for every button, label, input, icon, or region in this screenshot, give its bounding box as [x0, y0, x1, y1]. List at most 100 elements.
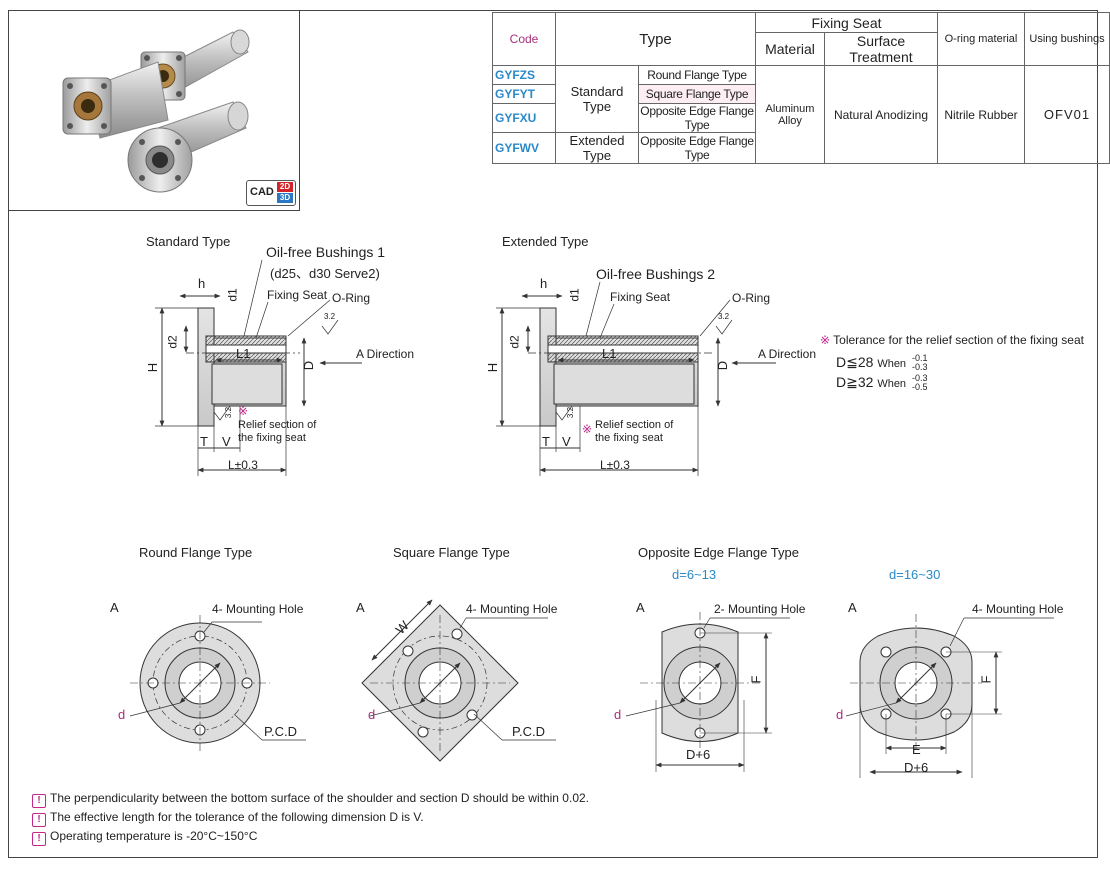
tolerance-cond-2: D≧32	[836, 374, 874, 390]
header-surface-treatment: Surface Treatment	[824, 32, 938, 66]
opposite-large-hole-label: 4- Mounting Hole	[972, 602, 1064, 616]
note-text: The perpendicularity between the bottom …	[50, 791, 589, 805]
square-d: d	[368, 707, 376, 722]
opposite-large-a: A	[848, 600, 857, 615]
tolerance-cond-1: D≦28	[836, 354, 874, 370]
tolerance-upper-2: -0.3	[911, 373, 928, 384]
dim-L1: L1	[602, 346, 617, 361]
opposite-small-a: A	[636, 600, 645, 615]
opposite-large-e: E	[912, 742, 921, 757]
square-a: A	[356, 600, 365, 615]
opposite-large-width: D+6	[904, 760, 929, 775]
standard-bushing-label: Oil-free Bushings 1	[266, 244, 386, 260]
tolerance-when-1: When	[877, 358, 907, 370]
header-using-bushings: Using bushings	[1024, 12, 1110, 66]
header-fixing-seat: Fixing Seat	[755, 12, 938, 33]
bushing-value: OFV01	[1024, 65, 1110, 164]
header-oring-material: O-ring material	[937, 12, 1025, 66]
round-a: A	[110, 600, 119, 615]
tolerance-title: ※ Tolerance for the relief section of th…	[820, 333, 1084, 347]
extended-relief-mark: ※	[582, 422, 593, 436]
rough-3.2: 3.2	[718, 312, 730, 321]
extended-title: Extended Type	[502, 234, 589, 249]
dim-H: H	[485, 362, 501, 373]
cad-3d-badge[interactable]: 3D	[277, 193, 293, 203]
product-photo-panel	[8, 10, 300, 211]
dim-L: L±0.3	[600, 458, 630, 472]
cad-badge[interactable]: CAD 2D 3D	[246, 180, 296, 206]
product-photo	[62, 29, 250, 193]
note-item: ! Operating temperature is -20°C~150°C	[32, 829, 257, 846]
standard-relief-line1: Relief section of	[238, 419, 317, 431]
subtype-cell: Opposite Edge Flange Type	[638, 132, 756, 164]
standard-direction-label: A Direction	[356, 347, 415, 361]
dim-V: V	[562, 434, 571, 449]
round-hole-label: 4- Mounting Hole	[212, 602, 304, 616]
opposite-title: Opposite Edge Flange Type	[638, 545, 799, 560]
round-d: d	[118, 707, 126, 722]
extended-relief-line2: the fixing seat	[595, 432, 663, 444]
dim-L: L±0.3	[228, 458, 258, 472]
tolerance-lower-1: -0.3	[911, 362, 928, 373]
dim-L1: L1	[236, 346, 251, 361]
dim-d1: d1	[225, 288, 240, 302]
standard-relief-mark: ※	[238, 404, 249, 418]
note-text: Operating temperature is -20°C~150°C	[50, 829, 258, 843]
extended-oring-label: O-Ring	[732, 291, 771, 305]
subtype-cell: Opposite Edge Flange Type	[638, 103, 756, 133]
header-code: Code	[492, 12, 556, 66]
dim-h: h	[540, 276, 548, 291]
square-hole-label: 4- Mounting Hole	[466, 602, 558, 616]
rough-3.2: 3.2	[224, 406, 234, 419]
opposite-small-f: F	[748, 675, 764, 684]
cad-label: CAD	[250, 186, 274, 198]
rough-3.2: 3.2	[324, 312, 336, 321]
note-item: ! The effective length for the tolerance …	[32, 810, 424, 827]
tolerance-lower-2: -0.5	[911, 382, 928, 393]
extended-direction-label: A Direction	[758, 347, 817, 361]
info-icon: !	[32, 832, 46, 846]
header-type: Type	[555, 12, 756, 66]
standard-fixing-seat-label: Fixing Seat	[267, 288, 328, 302]
extended-bushing-label: Oil-free Bushings 2	[596, 266, 716, 282]
dim-h: h	[198, 276, 206, 291]
standard-bushing-note: (d25、d30 Serve2)	[270, 266, 380, 281]
dim-T: T	[200, 434, 208, 449]
round-pcd: P.C.D	[264, 724, 297, 739]
tolerance-upper-1: -0.1	[911, 353, 928, 364]
standard-oring-label: O-Ring	[332, 291, 371, 305]
header-material: Material	[755, 32, 825, 66]
subtype-cell: Square Flange Type	[638, 84, 756, 104]
code-cell: GYFXU	[492, 103, 556, 133]
dim-d2: d2	[165, 335, 180, 349]
square-title: Square Flange Type	[393, 545, 510, 560]
rough-3.2: 3.2	[566, 406, 576, 419]
tolerance-line2: D≧32 When -0.3 -0.5	[836, 374, 927, 392]
spec-table: Code Type Fixing Seat O-ring material Us…	[492, 12, 1110, 164]
note-item: !The perpendicularity between the bottom…	[32, 791, 589, 808]
standard-type-cell: Standard Type	[555, 65, 639, 133]
tolerance-line1: D≦28 When -0.1 -0.3	[836, 354, 927, 372]
dim-T: T	[542, 434, 550, 449]
note-text: The effective length for the tolerance o…	[50, 810, 424, 824]
tolerance-title-text: Tolerance for the relief section of the …	[833, 333, 1084, 347]
info-icon: !	[32, 813, 46, 827]
extended-type-cell: Extended Type	[555, 132, 639, 164]
oring-value: Nitrile Rubber	[937, 65, 1025, 164]
code-cell: GYFZS	[492, 65, 556, 85]
dim-d2: d2	[507, 335, 522, 349]
extended-fixing-seat-label: Fixing Seat	[610, 290, 671, 304]
standard-title: Standard Type	[146, 234, 231, 249]
subtype-cell: Round Flange Type	[638, 65, 756, 85]
surface-value: Natural Anodizing	[824, 65, 938, 164]
opposite-small-range: d=6~13	[672, 567, 717, 582]
tolerance-when-2: When	[877, 378, 907, 390]
code-cell: GYFWV	[492, 132, 556, 164]
dim-D: D	[715, 360, 731, 371]
cad-2d-badge[interactable]: 2D	[277, 182, 293, 192]
dim-d1: d1	[567, 288, 582, 302]
round-title: Round Flange Type	[139, 545, 253, 560]
opposite-large-f: F	[978, 675, 994, 684]
opposite-large-d: d	[836, 707, 844, 722]
dim-D: D	[301, 360, 317, 371]
